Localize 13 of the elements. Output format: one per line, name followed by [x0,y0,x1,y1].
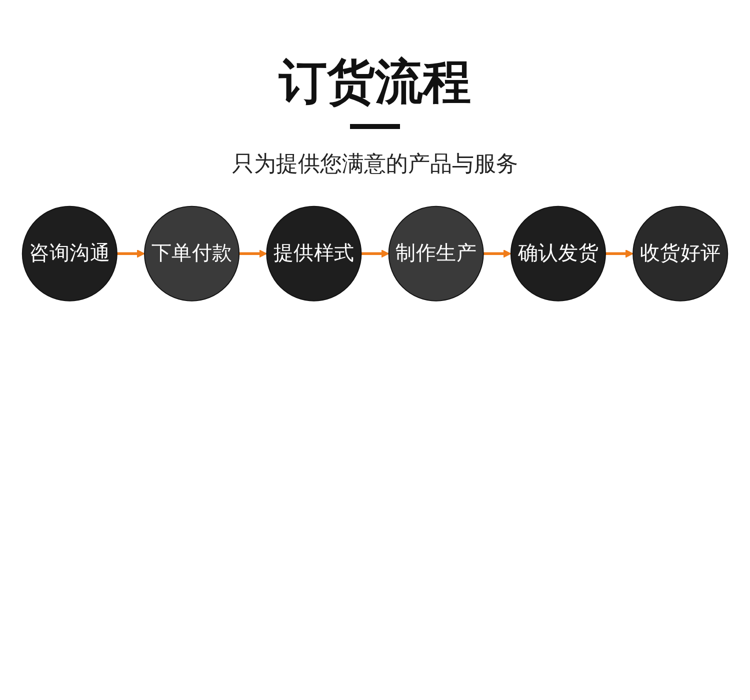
arrow [116,250,145,258]
title: 订货流程 [279,53,471,112]
node-circle: 下单付款 [144,206,240,302]
node-circle: 咨询沟通 [22,206,118,302]
node-circle: 确认发货 [510,206,606,302]
node-circle: 提供样式 [266,206,362,302]
node-circle: 制作生产 [388,206,484,302]
node-circle: 收货好评 [632,206,728,302]
arrow [483,250,512,258]
arrow [361,250,390,258]
arrow [239,250,267,258]
arrow [606,250,634,258]
subtitle: 只为提供您满意的产品与服务 [232,151,518,179]
